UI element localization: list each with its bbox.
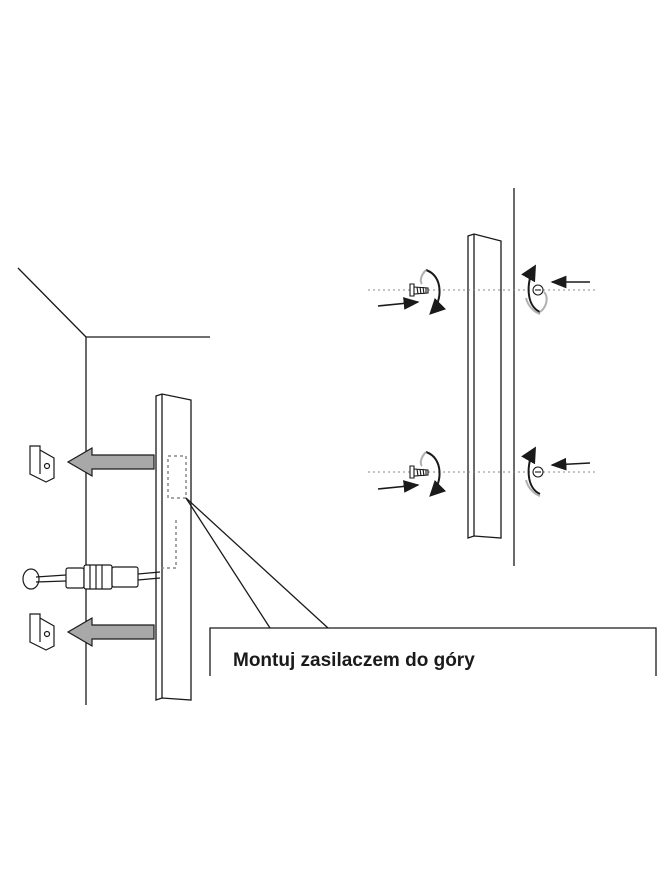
device-panel-front [467,233,502,539]
screw-icon [409,283,429,297]
device-panel-side [155,393,192,701]
cable-connector-icon [22,564,161,590]
alignment-guides [368,289,596,473]
direction-arrow-icon [66,616,155,648]
screw-icon [409,465,429,479]
rotation-arrow-icon [521,446,541,497]
rotation-arrow-icon [521,264,548,315]
direction-arrow-icon [66,446,155,478]
callout-leader-lines [185,497,657,676]
callout-label: Montuj zasilaczem do góry [233,650,475,671]
direction-arrow-icon [377,275,591,493]
power-supply-outline [160,455,187,569]
screw-icon [532,284,544,296]
rotation-arrow-icon [419,451,447,497]
screw-icon [532,466,544,478]
bracket-icon [29,445,55,483]
wall-corner [17,267,210,705]
bracket-icon [29,613,55,651]
rotation-arrow-icon [419,269,447,315]
